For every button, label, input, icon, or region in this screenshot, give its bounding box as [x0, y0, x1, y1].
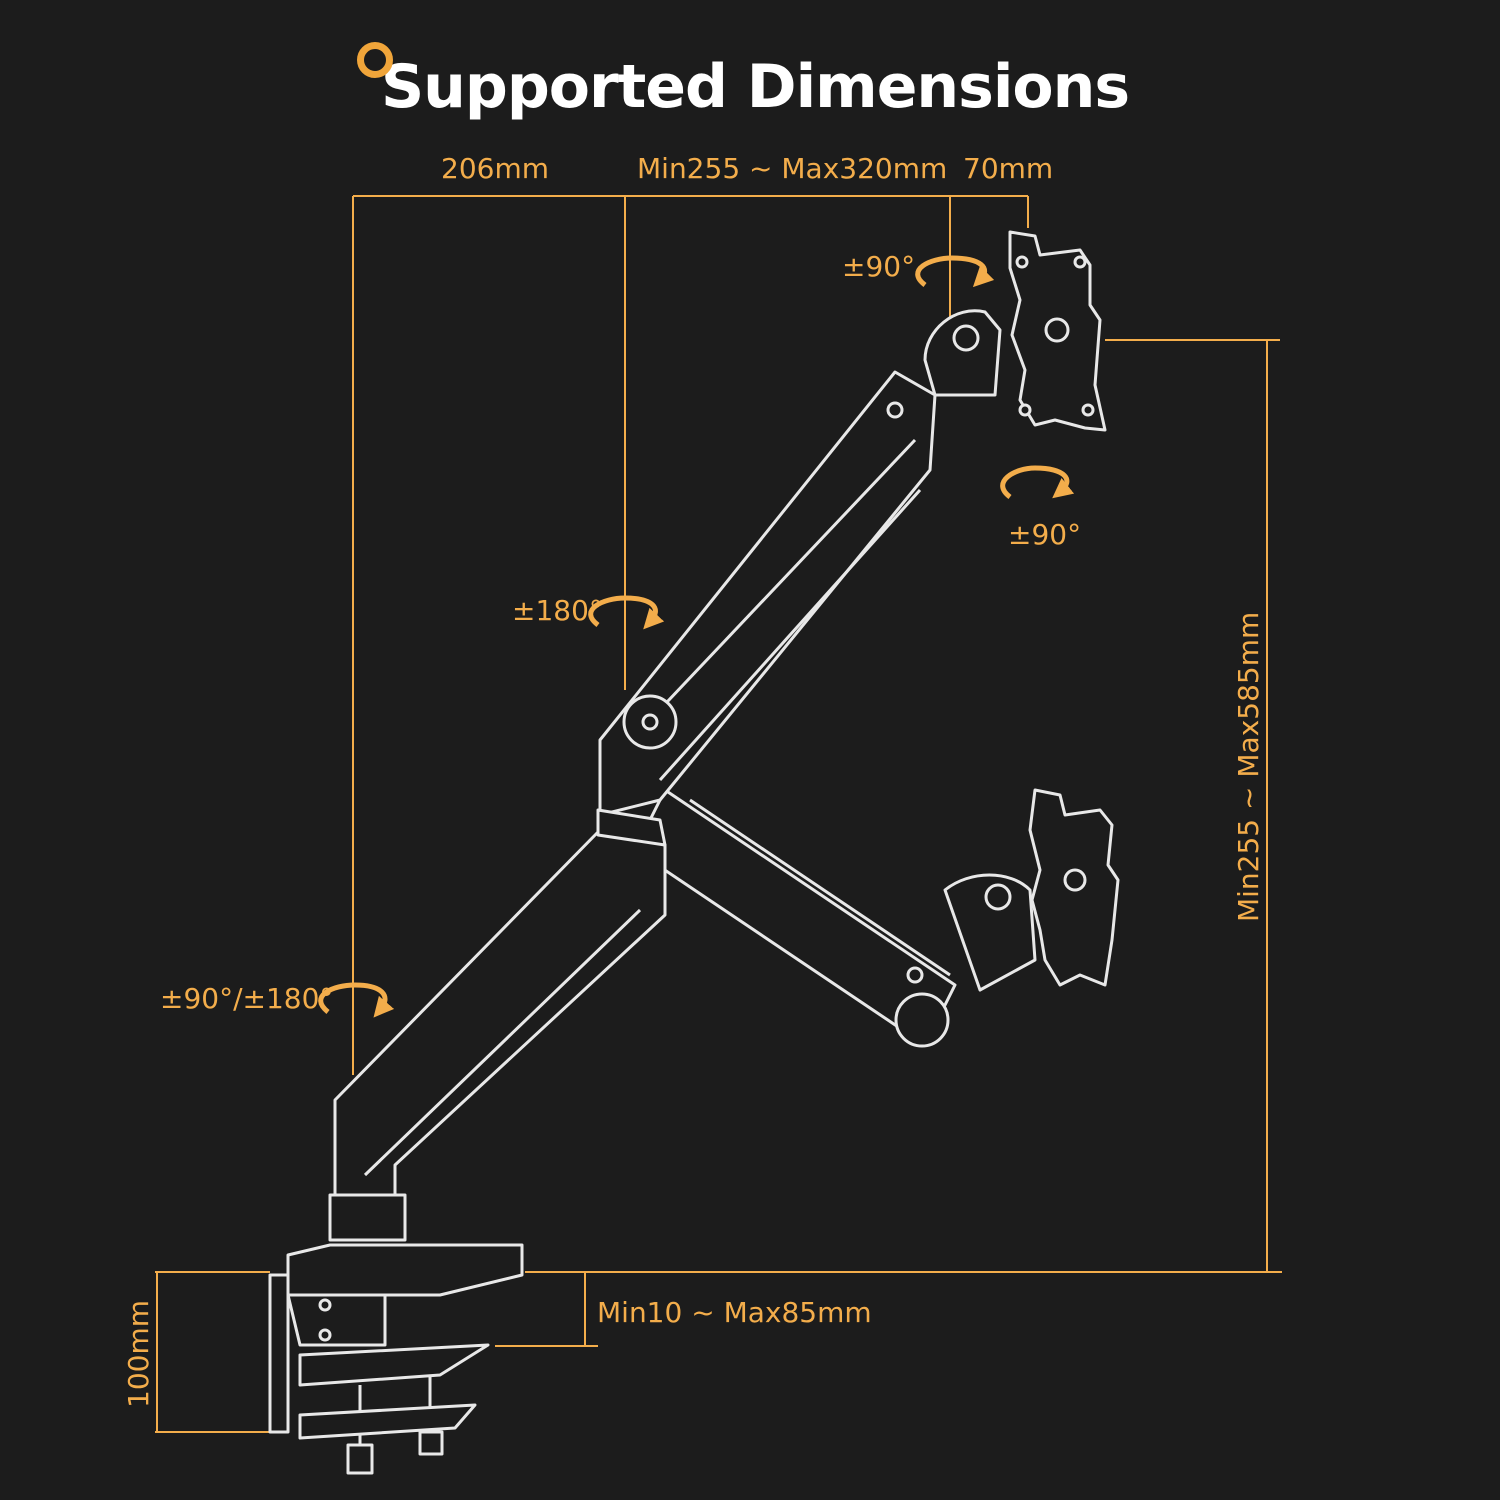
title-ring-icon	[356, 42, 393, 78]
rotation-arrow-icon	[1000, 465, 1075, 499]
arm-base-label: 206mm	[441, 152, 549, 185]
lower-arm-position	[633, 788, 1120, 1048]
elbow-rotation-label: ±180°	[512, 594, 603, 627]
height-range-label: Min255 ~ Max585mm	[1232, 611, 1265, 922]
desk-thickness-label: Min10 ~ Max85mm	[597, 1296, 872, 1329]
head-offset-label: 70mm	[963, 152, 1054, 185]
base-rotation-label: ±90°/±180°	[160, 982, 334, 1015]
monitor-arm-illustration	[268, 230, 1120, 1475]
arm-reach-label: Min255 ~ Max320mm	[637, 152, 948, 185]
vesa-plate-icon	[1028, 788, 1120, 987]
dimension-lines	[155, 195, 1282, 1433]
vesa-plate-icon	[1008, 230, 1107, 432]
base-clamp	[268, 828, 667, 1475]
upper-arm-position	[596, 230, 1107, 847]
title-wrap: Supported Dimensions	[356, 42, 1130, 122]
rotation-arrow-icon	[915, 255, 995, 288]
title-text: Supported Dimensions	[380, 52, 1130, 122]
clamp-height-label: 100mm	[122, 1300, 155, 1408]
rotation-arrow-icon	[318, 982, 395, 1018]
head-rotation-label: ±90°	[842, 250, 916, 283]
rotation-arrow-icon	[588, 595, 665, 630]
head-tilt-label: ±90°	[1008, 518, 1082, 551]
page-title: Supported Dimensions	[0, 42, 1500, 122]
